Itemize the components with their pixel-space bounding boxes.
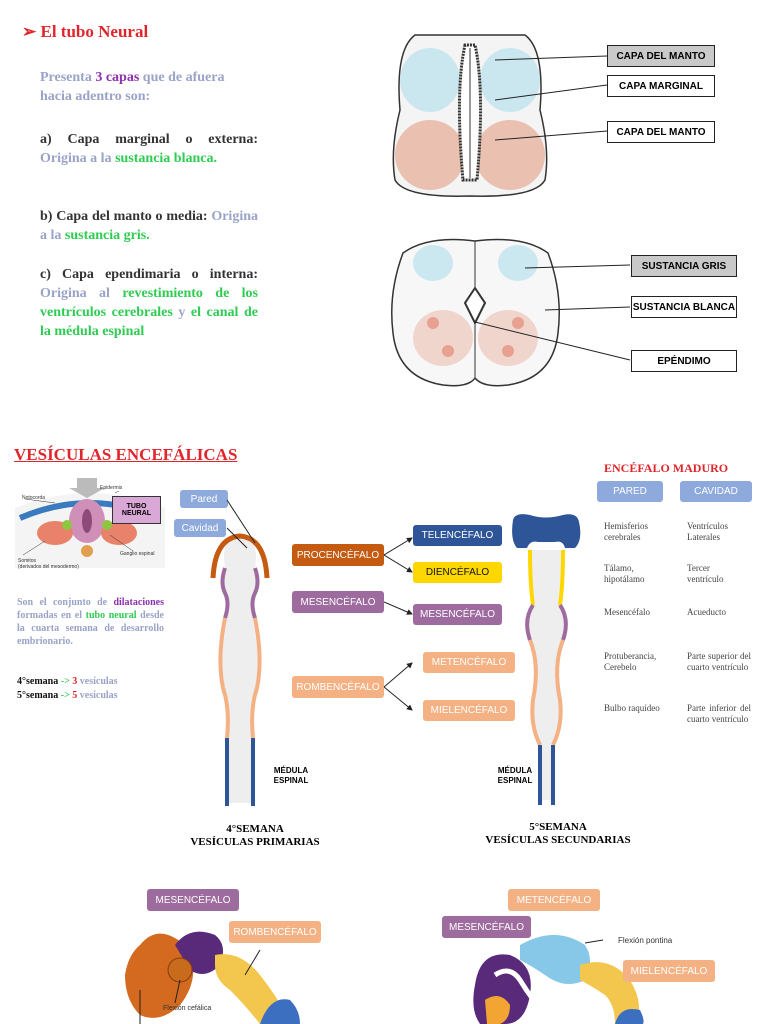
mature-pared-4: Bulbo raquídeo: [604, 703, 660, 713]
item-name: Capa del manto o media:: [56, 209, 208, 224]
section-title-vesiculas: VESÍCULAS ENCEFÁLICAS: [14, 445, 238, 464]
bottom-label-metencefalo: METENCÉFALO: [508, 889, 600, 911]
label-capa-manto-2: CAPA DEL MANTO: [607, 121, 715, 143]
label-cavidad: Cavidad: [174, 519, 226, 537]
diagram1-pointer-lines: [495, 55, 608, 141]
item-letter: b): [40, 209, 53, 224]
item-letter: a): [40, 132, 52, 147]
vesicles-description: Son el conjunto de dilataciones formadas…: [17, 597, 164, 647]
bottom-label-mesencefalo-left: MESENCÉFALO: [147, 889, 239, 911]
inset-label-ganglio: Ganglio espinal: [120, 551, 155, 557]
label-capa-marginal: CAPA MARGINAL: [607, 75, 715, 97]
label-medula-5: MÉDULA ESPINAL: [497, 766, 533, 785]
label-sustancia-gris: SUSTANCIA GRIS: [631, 255, 737, 277]
mature-cavidad-3: Parte superior del cuarto ventrículo: [687, 651, 751, 672]
bottom-label-rombencefalo: ROMBENCÉFALO: [229, 921, 321, 943]
label-sustancia-blanca: SUSTANCIA BLANCA: [631, 296, 737, 318]
label-ependimo: EPÉNDIMO: [631, 350, 737, 372]
caption-5th-week: 5°SEMANA VESÍCULAS SECUNDARIAS: [485, 821, 631, 846]
item-name: Capa marginal o externa:: [67, 132, 258, 147]
label-metencefalo: METENCÉFALO: [423, 652, 515, 673]
item-origin: Origina al: [40, 286, 123, 301]
bottom-label-flexion-pontina: Flexión pontina: [618, 936, 673, 945]
pared-cavidad-pointer-lines: [226, 499, 256, 549]
list-item-a: a) Capa marginal o externa: Origina a la…: [40, 130, 258, 168]
intro-text: Presenta: [40, 70, 96, 85]
label-capa-manto-1: CAPA DEL MANTO: [607, 45, 715, 67]
intro-text-end: que de afuera hacia adentro son:: [40, 70, 225, 104]
mature-cavidad-0: Ventrículos Laterales: [687, 521, 728, 542]
mature-header-pared: PARED: [597, 481, 663, 502]
mature-title: ENCÉFALO MADURO: [604, 461, 729, 475]
title-text: El tubo Neural: [40, 22, 149, 41]
mature-header-cavidad: CAVIDAD: [680, 481, 752, 502]
flexion-pontina-diagram: [473, 935, 644, 1024]
mature-cavidad-4: Parte inferior del cuarto ventrículo: [687, 703, 751, 724]
mature-cavidad-1: Tercer ventrículo: [687, 563, 724, 584]
bottom-label-mesencefalo-right: MESENCÉFALO: [442, 916, 531, 938]
item-name: Capa ependimaria o interna:: [62, 267, 258, 282]
intro-highlight: 3 capas: [95, 70, 140, 85]
item-letter: c): [40, 267, 51, 282]
item-result: sustancia blanca.: [115, 151, 217, 166]
mature-cavidad-2: Acueducto: [687, 607, 726, 617]
diagram2-pointer-lines: [474, 264, 631, 361]
tube-4th-week: [210, 533, 270, 806]
week5-note: 5°semana -> 5 vesículas: [17, 690, 118, 701]
mature-pared-0: Hemisferios cerebrales: [604, 521, 648, 542]
week4-note: 4°semana -> 3 vesículas: [17, 676, 118, 687]
label-procencefalo: PROCENCÉFALO: [292, 544, 384, 566]
label-mesencefalo-primary: MESENCÉFALO: [292, 591, 384, 613]
intro-paragraph: Presenta 3 capas que de afuera hacia ade…: [40, 68, 258, 106]
primary-secondary-arrows: [384, 537, 413, 711]
tube-5th-week: [512, 514, 581, 805]
inset-label-mesodermo: (derivados del mesodermo): [18, 564, 79, 570]
label-telencefalo: TELENCÉFALO: [413, 525, 502, 546]
mature-pared-2: Mesencéfalo: [604, 607, 650, 617]
label-tubo-neural: TUBO NEURAL: [112, 496, 161, 524]
title-arrow-icon: ➢: [22, 22, 37, 41]
spinal-cord-diagram: [391, 238, 560, 387]
inset-label-epidermis: Epidermis: [100, 485, 123, 491]
inset-label-somitos: Somitos: [18, 558, 37, 564]
list-item-c: c) Capa ependimaria o interna: Origina a…: [40, 265, 258, 341]
item-result: revestimiento de los ventrículos cerebra…: [40, 286, 258, 320]
mature-pared-3: Protuberancia, Cerebelo: [604, 651, 657, 672]
item-origin: Origina a la: [40, 151, 116, 166]
caption-4th-week: 4°SEMANA VESÍCULAS PRIMARIAS: [190, 823, 320, 848]
item-conj: y: [172, 305, 191, 320]
item-result-2: el canal de la médula espinal: [40, 305, 258, 339]
label-pared: Pared: [180, 490, 228, 508]
flexion-cefalica-diagram: [125, 931, 300, 1024]
inset-label-notocorda: Notocorda: [22, 495, 46, 501]
list-item-b: b) Capa del manto o media: Origina a la …: [40, 207, 258, 245]
label-diencefalo: DIENCÉFALO: [413, 562, 502, 583]
mature-pared-1: Tálamo, hipotálamo: [604, 563, 645, 584]
label-medula-4: MÉDULA ESPINAL: [273, 766, 309, 785]
bottom-label-flexion-cefalica: Flexión cefálica: [163, 1005, 212, 1012]
label-rombencefalo: ROMBENCÉFALO: [292, 676, 384, 698]
bottom-label-mielencefalo: MIELENCÉFALO: [623, 960, 715, 982]
item-origin: Origina a la: [40, 209, 258, 243]
label-mesencefalo-secondary: MESENCÉFALO: [413, 604, 502, 625]
item-result: sustancia gris.: [64, 228, 150, 243]
section-title-tubo-neural: ➢ El tubo Neural: [22, 22, 148, 42]
label-mielencefalo: MIELENCÉFALO: [423, 700, 515, 721]
